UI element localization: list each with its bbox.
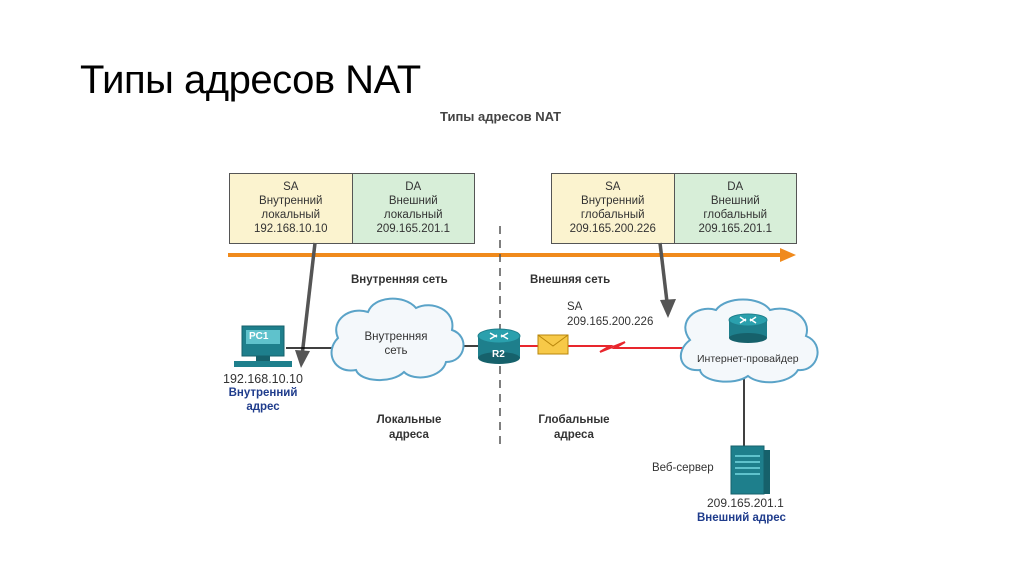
outside-network-label: Внешняя сеть	[530, 274, 611, 286]
global-addresses-label: Глобальные адреса	[538, 414, 610, 441]
isp-cloud-icon	[679, 298, 819, 384]
web-server-icon	[730, 445, 770, 495]
inside-address-header: SA Внутренний локальный 192.168.10.10 DA…	[229, 173, 475, 244]
outside-sa-cell: SA Внутренний глобальный 209.165.200.226	[552, 174, 675, 243]
packet-sa-label: SA 209.165.200.226	[567, 301, 654, 328]
web-server-label: Веб-сервер	[652, 462, 714, 474]
packet-envelope-icon	[537, 334, 569, 355]
web-server-ip: 209.165.201.1	[707, 496, 784, 510]
traffic-direction-arrow	[228, 248, 796, 262]
pc-icon	[234, 325, 292, 367]
isp-label: Интернет-провайдер	[697, 353, 799, 365]
inside-network-label: Внутренняя сеть	[351, 274, 448, 286]
outside-da-cell: DA Внешний глобальный 209.165.201.1	[674, 174, 796, 243]
inside-da-cell: DA Внешний локальный 209.165.201.1	[352, 174, 474, 243]
router-icon	[477, 328, 521, 364]
pc-ip: 192.168.10.10	[223, 372, 303, 386]
outside-address-header: SA Внутренний глобальный 209.165.200.226…	[551, 173, 797, 244]
serial-link	[520, 341, 684, 353]
internal-cloud-label: Внутренняя сеть	[364, 331, 428, 357]
diagram-title: Типы адресов NAT	[440, 109, 562, 124]
inside-sa-cell: SA Внутренний локальный 192.168.10.10	[230, 174, 353, 243]
pc-address-block: 192.168.10.10 Внутренний адрес	[208, 372, 318, 414]
local-addresses-label: Локальные адреса	[376, 414, 442, 441]
sa-to-pc-arrow	[295, 242, 317, 368]
web-server-desc: Внешний адрес	[697, 512, 786, 524]
internal-cloud-icon	[330, 297, 465, 381]
router-label: R2	[492, 349, 505, 360]
sa-to-isp-arrow	[658, 242, 676, 318]
pc-label: PC1	[249, 331, 269, 342]
slide-title: Типы адресов NAT	[80, 58, 421, 102]
